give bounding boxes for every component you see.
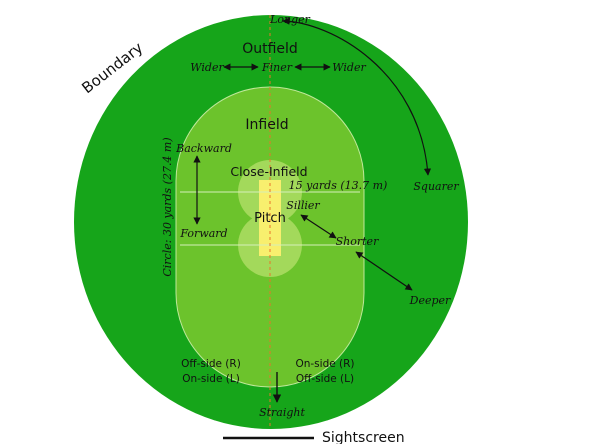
straight-label: Straight (259, 406, 305, 419)
on-side-l-label: On-side (L) (182, 373, 240, 385)
sillier-label: Sillier (286, 199, 320, 212)
wider-left-label: Wider (190, 61, 224, 74)
shorter-label: Shorter (336, 235, 379, 248)
infield-label: Infield (245, 117, 288, 133)
squarer-label: Squarer (413, 180, 459, 193)
circle-radius-label: Circle: 30 yards (27.4 m) (161, 137, 174, 276)
longer-label: Longer (269, 13, 311, 26)
wider-right-label: Wider (332, 61, 366, 74)
outfield-label: Outfield (242, 41, 298, 57)
deeper-label: Deeper (409, 294, 451, 307)
fifteen-yards-label: 15 yards (13.7 m) (289, 179, 388, 192)
shorter-deeper-arrow (355, 251, 413, 291)
sillier-shorter-arrow (300, 214, 337, 239)
finer-label: Finer (261, 61, 293, 74)
off-side-l-label: Off-side (L) (296, 373, 354, 385)
forward-label: Forward (179, 227, 227, 240)
backward-label: Backward (175, 142, 232, 155)
pitch-label: Pitch (254, 211, 286, 226)
pitch-strip (259, 180, 281, 256)
on-side-r-label: On-side (R) (295, 358, 354, 370)
sightscreen-label: Sightscreen (322, 430, 405, 444)
off-side-r-label: Off-side (R) (181, 358, 241, 370)
longer-squarer-arrow (282, 17, 432, 176)
close-infield-label: Close-Infield (230, 164, 307, 179)
